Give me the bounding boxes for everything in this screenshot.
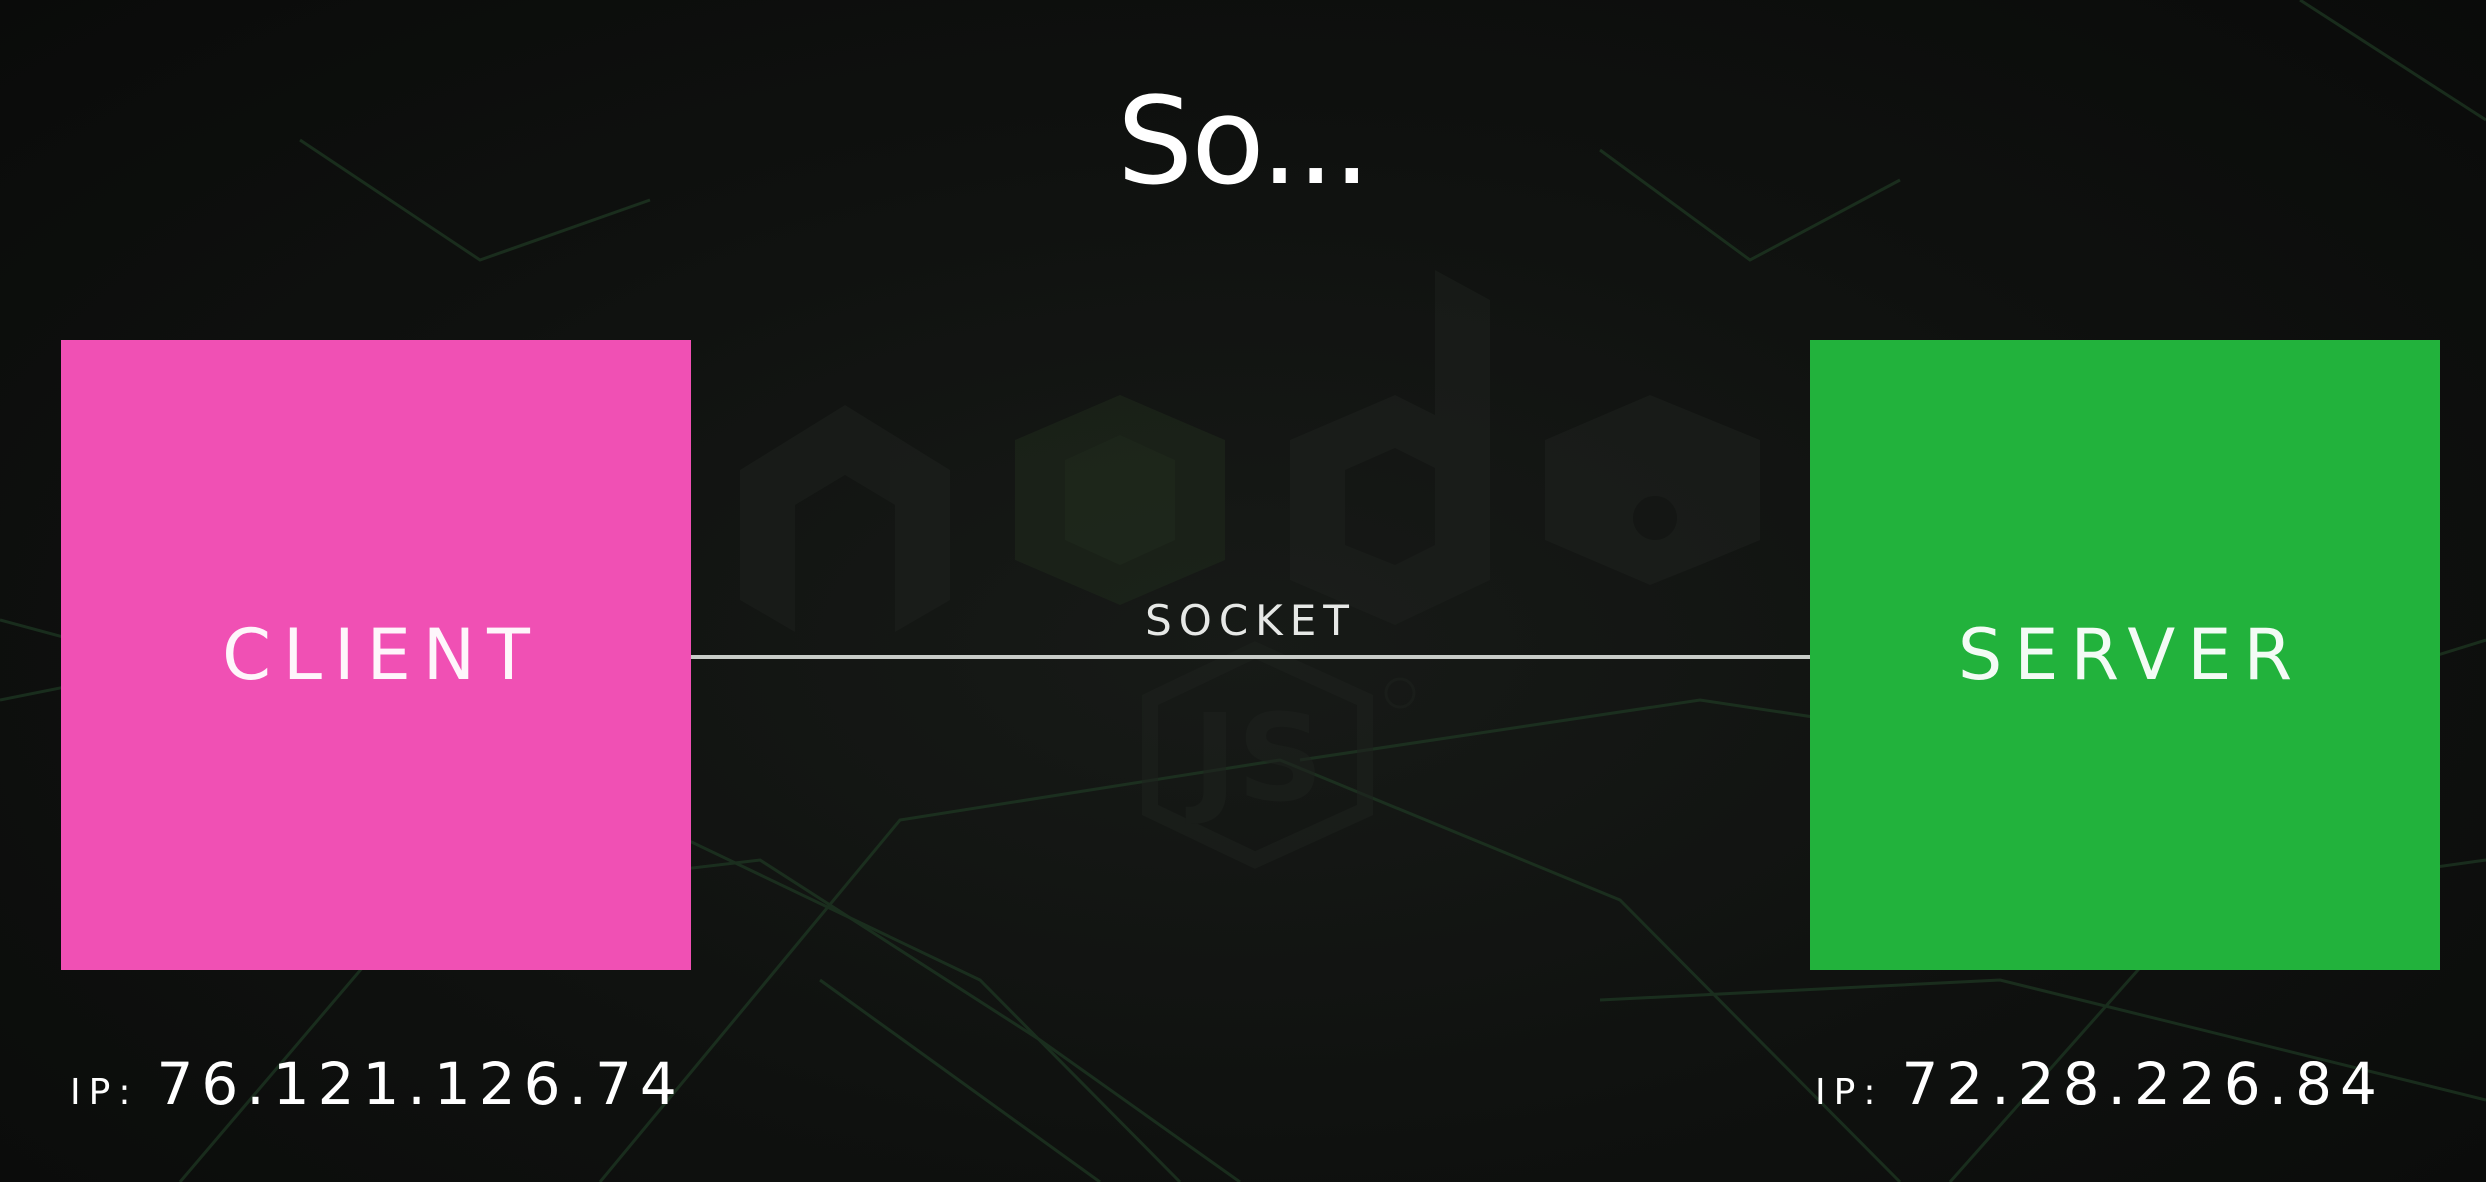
client-ip: IP: 76.121.126.74 (70, 1050, 685, 1118)
server-ip: IP: 72.28.226.84 (1815, 1050, 2385, 1118)
socket-label: SOCKET (1145, 596, 1356, 645)
slide-title: So... (1117, 73, 1371, 212)
svg-text:JS: JS (1185, 690, 1323, 829)
client-ip-prefix: IP: (70, 1072, 139, 1113)
server-box: SERVER (1810, 340, 2440, 970)
nodejs-watermark-icon: JS (740, 270, 1760, 869)
client-box: CLIENT (61, 340, 691, 970)
server-ip-prefix: IP: (1815, 1072, 1884, 1113)
server-label: SERVER (1957, 614, 2305, 696)
server-ip-value: 72.28.226.84 (1901, 1050, 2385, 1118)
client-ip-value: 76.121.126.74 (156, 1050, 685, 1118)
client-label: CLIENT (222, 614, 542, 696)
socket-connection-line (691, 655, 1810, 659)
